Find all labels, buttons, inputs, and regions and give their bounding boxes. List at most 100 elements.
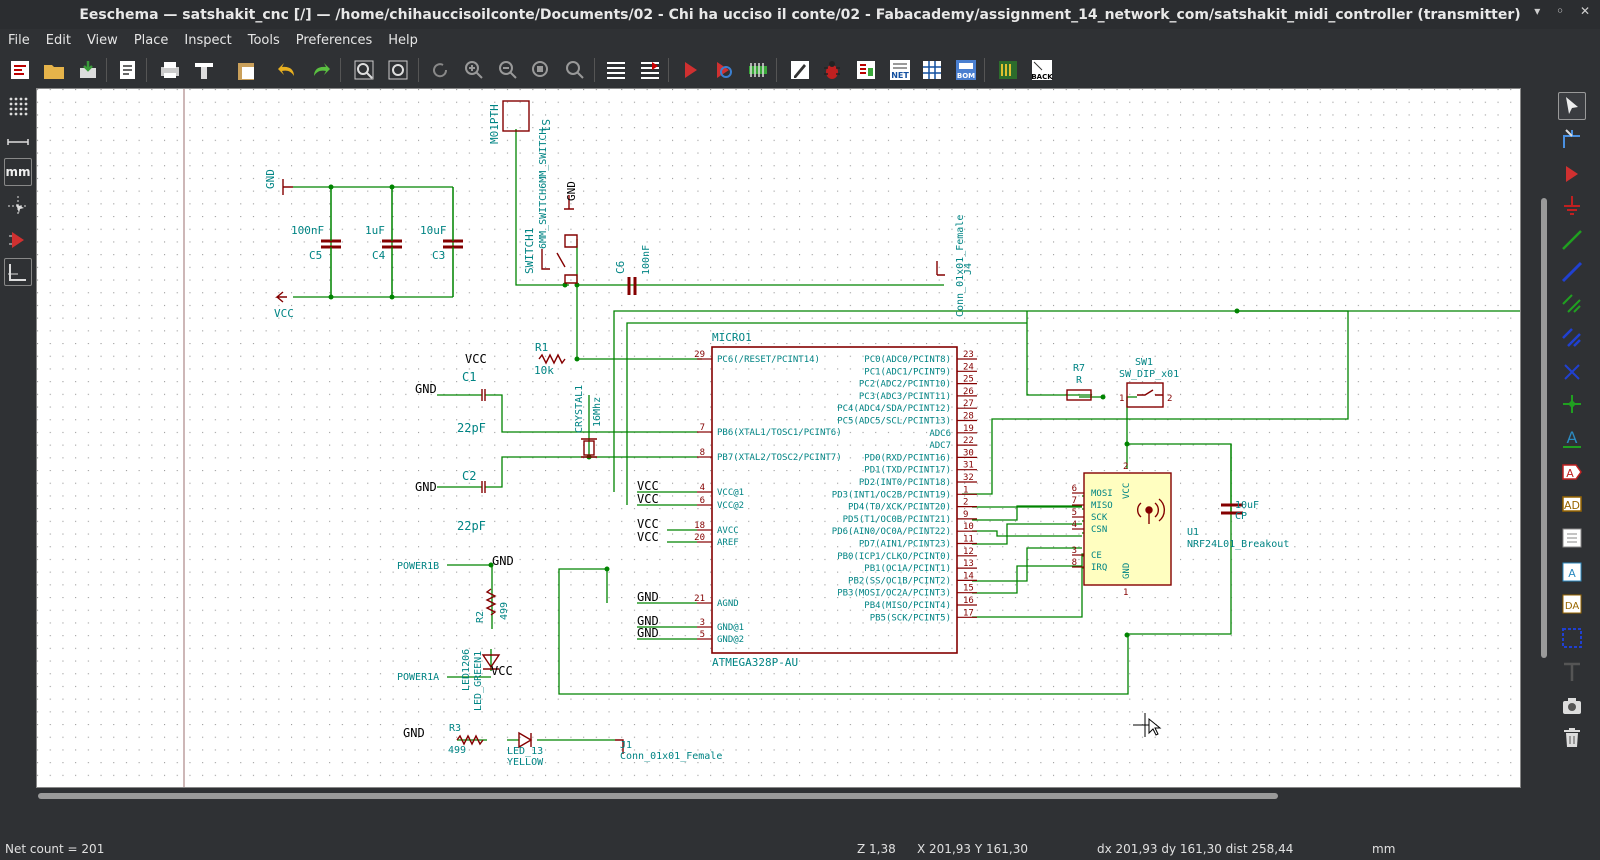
add-label-icon[interactable]: A: [1558, 424, 1586, 452]
mcu-pin-number: 14: [963, 571, 974, 581]
import-sheet-pin-icon[interactable]: A: [1558, 558, 1586, 586]
toolbar-separator: [340, 58, 341, 82]
back-annotate-icon[interactable]: BACK: [1028, 56, 1056, 84]
nrf-pin-number: 6: [1072, 484, 1077, 494]
toolbar-separator: [146, 58, 147, 82]
add-junction-icon[interactable]: [1558, 390, 1586, 418]
sw1-group: R7 R SW1 SW_DIP_x01 1 2: [1073, 357, 1179, 404]
zoom-out-icon[interactable]: [494, 56, 522, 84]
wire-to-bus-entry-icon[interactable]: [1558, 290, 1586, 318]
add-image-icon[interactable]: [1558, 692, 1586, 720]
mcu-pin-number: 15: [963, 584, 974, 594]
maximize-button[interactable]: ◦: [1556, 4, 1564, 18]
vertical-scroll-thumb[interactable]: [1541, 198, 1547, 658]
close-button[interactable]: ✕: [1579, 4, 1590, 18]
cursor-shape-icon[interactable]: [4, 192, 32, 220]
print-icon[interactable]: [156, 56, 184, 84]
inch-units-icon[interactable]: [4, 128, 32, 156]
assign-footprints-icon[interactable]: [852, 56, 880, 84]
no-connect-icon[interactable]: [1558, 358, 1586, 386]
mcu-pin-name: AGND: [717, 599, 739, 609]
menu-help[interactable]: Help: [388, 32, 418, 48]
redraw-icon[interactable]: [426, 56, 454, 84]
horizontal-scroll-thumb[interactable]: [38, 793, 1278, 799]
save-icon[interactable]: [74, 56, 102, 84]
wire-angle-icon[interactable]: [4, 258, 32, 286]
highlight-net-icon[interactable]: [1558, 126, 1586, 154]
mm-units-icon[interactable]: mm: [4, 158, 32, 186]
horizontal-scrollbar[interactable]: [36, 792, 1521, 800]
label-led-green: LED_GREEN1: [473, 651, 484, 711]
symbol-editor-icon[interactable]: [676, 56, 704, 84]
grid-toggle-icon[interactable]: [4, 92, 32, 120]
menu-tools[interactable]: Tools: [247, 32, 280, 48]
netlist-text: NET: [891, 71, 909, 80]
add-wire-icon[interactable]: [1558, 226, 1586, 254]
add-hier-sheet-icon[interactable]: [1558, 524, 1586, 552]
wires: [293, 129, 1520, 741]
delete-icon[interactable]: [1558, 724, 1586, 752]
add-sheet-pin-icon[interactable]: DA: [1558, 590, 1586, 618]
add-text-icon[interactable]: [1558, 658, 1586, 686]
menu-place[interactable]: Place: [133, 32, 169, 48]
label-switch1: SWITCH1: [523, 228, 536, 274]
add-graphic-lines-icon[interactable]: [1558, 624, 1586, 652]
pcbnew-icon[interactable]: [994, 56, 1022, 84]
erc-bug-icon[interactable]: [818, 56, 846, 84]
label-gnd2: GND: [637, 626, 659, 640]
mcu-pin-number: 24: [963, 362, 974, 372]
add-hier-label-icon[interactable]: AD: [1558, 490, 1586, 518]
menu-inspect[interactable]: Inspect: [184, 32, 232, 48]
annotate-icon[interactable]: [786, 56, 814, 84]
footprint-browser-icon[interactable]: [744, 56, 772, 84]
open-folder-icon[interactable]: [40, 56, 68, 84]
zoom-in-icon[interactable]: [460, 56, 488, 84]
minimize-button[interactable]: ▾: [1534, 4, 1541, 18]
schematic-setup-icon[interactable]: [6, 56, 34, 84]
label-nrf-vcc: VCC: [1122, 483, 1132, 499]
redo-icon[interactable]: [307, 56, 335, 84]
bus-to-bus-entry-icon[interactable]: [1558, 324, 1586, 352]
add-power-icon[interactable]: [1558, 192, 1586, 220]
table-icon[interactable]: [918, 56, 946, 84]
menu-preferences[interactable]: Preferences: [295, 32, 373, 48]
zoom-selection-icon[interactable]: [561, 56, 589, 84]
add-global-label-icon[interactable]: A: [1558, 458, 1586, 486]
leave-sheet-icon[interactable]: [636, 56, 664, 84]
zoom-fit-icon[interactable]: [527, 56, 555, 84]
vertical-scrollbar[interactable]: [1540, 88, 1548, 788]
nrf-pin-name: MISO: [1091, 501, 1113, 511]
menu-file[interactable]: File: [8, 32, 30, 48]
label-sw1: SW1: [1135, 357, 1153, 368]
menu-view[interactable]: View: [86, 32, 118, 48]
label-r7-value: R: [1076, 375, 1083, 386]
mcu-pin-name: PB0(ICP1/CLKO/PCINT0): [837, 552, 951, 562]
label-m01pth: M01PTH: [488, 104, 501, 144]
symbol-browser-icon[interactable]: [710, 56, 738, 84]
mcu-pin-name: PB5(SCK/PCINT5): [870, 613, 951, 623]
hidden-pins-icon[interactable]: [4, 226, 32, 254]
select-arrow-icon[interactable]: [1558, 92, 1586, 120]
netlist-icon[interactable]: NET: [886, 56, 914, 84]
paste-icon[interactable]: [232, 56, 260, 84]
mcu-pin-name: PC3(ADC3/PCINT11): [859, 392, 951, 402]
page-settings-icon[interactable]: [114, 56, 142, 84]
add-bus-icon[interactable]: [1558, 258, 1586, 286]
mcu-pin-number: 6: [700, 496, 705, 506]
undo-icon[interactable]: [273, 56, 301, 84]
find-icon[interactable]: [350, 56, 378, 84]
plot-icon[interactable]: [190, 56, 218, 84]
mcu-pin-number: 3: [700, 618, 705, 628]
mcu-pin-name: GND@1: [717, 623, 744, 633]
nrf24l01-module: U1 NRF24L01_Breakout 10uF CP VCC GND 2 1…: [1072, 462, 1290, 598]
mcu-pin-number: 23: [963, 350, 974, 360]
mcu-pin-number: 10: [963, 522, 974, 532]
menu-edit[interactable]: Edit: [45, 32, 71, 48]
label-c1-gnd: GND: [415, 382, 437, 396]
hierarchy-navigator-icon[interactable]: [602, 56, 630, 84]
add-symbol-icon[interactable]: [1558, 160, 1586, 188]
schematic-canvas[interactable]: GND VCC 100nF C5 1uF C4 10uF C3 M01PTH S…: [36, 88, 1521, 788]
find-replace-icon[interactable]: [384, 56, 412, 84]
bom-icon[interactable]: BOM: [952, 56, 980, 84]
label-cp-value: 10uF: [1235, 500, 1259, 511]
